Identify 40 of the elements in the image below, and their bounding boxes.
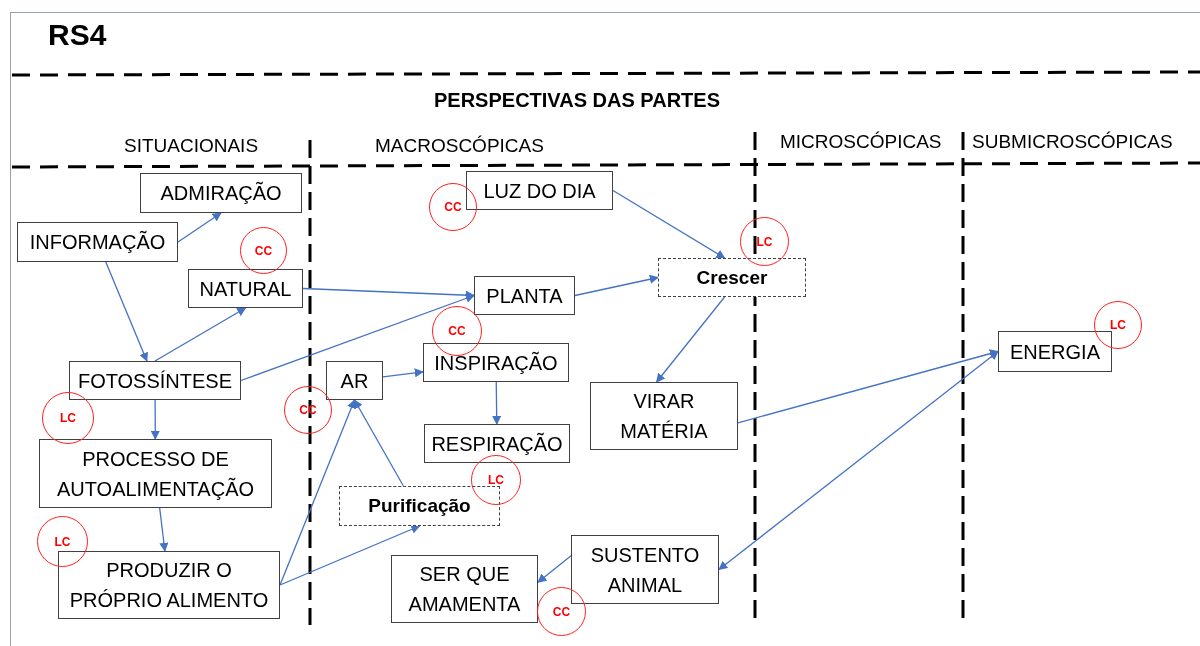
arrow xyxy=(718,350,999,571)
arrow xyxy=(382,368,424,378)
column-heading: PERSPECTIVAS DAS PARTES xyxy=(434,88,720,113)
concept-box: VIRAR MATÉRIA xyxy=(590,382,738,450)
arrow xyxy=(612,189,726,259)
arrow xyxy=(154,307,247,362)
arrow xyxy=(492,381,502,425)
concept-box: ADMIRAÇÃO xyxy=(140,173,302,213)
arrow xyxy=(574,274,659,297)
concept-box: PROCESSO DE AUTOALIMENTAÇÃO xyxy=(39,439,272,508)
concept-box: SER QUE AMAMENTA xyxy=(391,555,538,623)
arrow xyxy=(150,399,160,440)
arrow xyxy=(279,525,421,586)
arrow xyxy=(537,555,572,583)
arrow xyxy=(655,296,726,383)
concept-box: PRODUZIR O PRÓPRIO ALIMENTO xyxy=(58,551,280,619)
concept-box: RESPIRAÇÃO xyxy=(424,424,570,463)
column-heading: SITUACIONAIS xyxy=(124,134,259,158)
concept-box: NATURAL xyxy=(188,269,303,308)
arrow xyxy=(177,212,222,243)
arrow xyxy=(353,399,405,487)
concept-box: PLANTA xyxy=(474,276,575,315)
column-heading: MICROSCÓPICAS xyxy=(780,130,942,154)
concept-box: INFORMAÇÃO xyxy=(17,222,178,262)
concept-box: ENERGIA xyxy=(998,331,1112,372)
dashed-concept-box: Crescer xyxy=(658,258,806,297)
arrow xyxy=(105,261,148,362)
column-heading: SUBMICROSCÓPICAS xyxy=(972,130,1173,154)
arrow xyxy=(279,399,356,586)
arrow xyxy=(737,349,999,424)
concept-box: AR xyxy=(326,361,383,400)
arrow xyxy=(159,507,169,552)
concept-box: LUZ DO DIA xyxy=(466,171,613,210)
diagram-title: RS4 xyxy=(48,20,107,50)
dashed-concept-box: Purificação xyxy=(339,486,500,526)
concept-box: INSPIRAÇÃO xyxy=(423,343,569,382)
column-heading: MACROSCÓPICAS xyxy=(375,134,544,158)
arrow xyxy=(240,294,475,382)
concept-box: SUSTENTO ANIMAL xyxy=(571,535,719,604)
concept-box: FOTOSSÍNTESE xyxy=(69,361,241,400)
